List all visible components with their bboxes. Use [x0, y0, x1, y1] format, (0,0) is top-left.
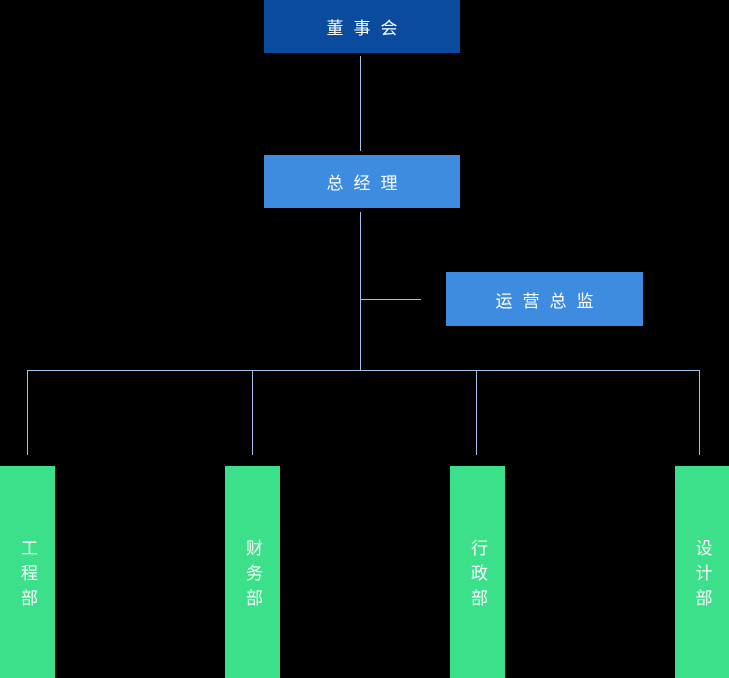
connector-drop-administration: [476, 370, 477, 455]
connector-board-to-gm: [360, 56, 361, 151]
connector-drop-design: [699, 370, 700, 455]
connector-drop-engineering: [27, 370, 28, 455]
node-department-design: 设计部: [675, 466, 729, 678]
connector-gm-to-bus: [360, 212, 361, 370]
node-operations-director: 运营总监: [446, 272, 643, 326]
node-board-label: 董事会: [326, 19, 408, 39]
node-department-finance-label: 财务部: [242, 538, 262, 614]
connector-department-bus: [27, 370, 700, 371]
node-department-engineering-label: 工程部: [17, 538, 37, 614]
node-department-design-label: 设计部: [691, 538, 712, 614]
connector-drop-finance: [252, 370, 253, 455]
connector-branch-to-operations-director: [360, 299, 421, 300]
node-department-finance: 财务部: [225, 466, 280, 678]
node-department-administration: 行政部: [450, 466, 505, 678]
node-operations-director-label: 运营总监: [495, 291, 604, 312]
node-department-engineering: 工程部: [0, 466, 55, 678]
node-general-manager: 总经理: [264, 155, 460, 208]
node-board-of-directors: 董事会: [264, 0, 460, 53]
node-department-administration-label: 行政部: [467, 538, 487, 614]
node-general-manager-label: 总经理: [326, 174, 408, 194]
